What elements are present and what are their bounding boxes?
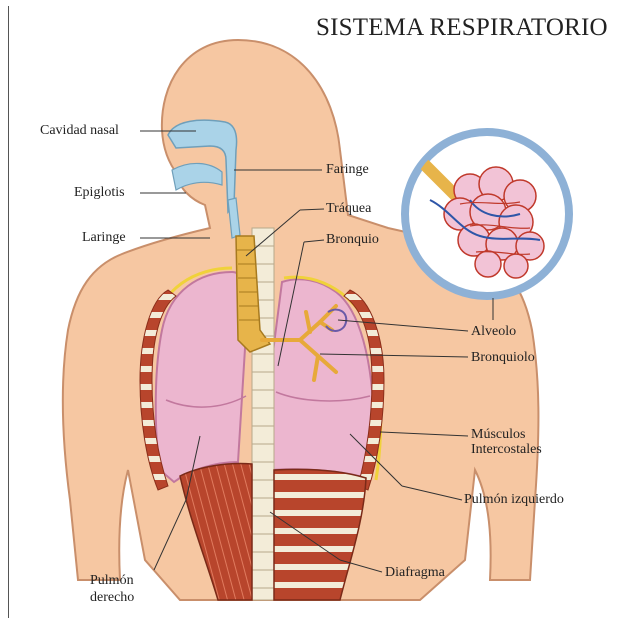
label-epiglotis: Epiglotis <box>74 185 125 200</box>
label-pulmon: Pulmón <box>90 573 134 588</box>
label-faringe: Faringe <box>326 162 369 177</box>
label-alveolo: Alveolo <box>471 324 516 339</box>
page-title: SISTEMA RESPIRATORIO <box>316 14 608 42</box>
label-cavidad-nasal: Cavidad nasal <box>40 123 119 138</box>
label-intercostales: Intercostales <box>471 442 542 457</box>
label-musculos: Músculos <box>471 427 525 442</box>
label-derecho: derecho <box>90 590 134 605</box>
label-pulmon-izquierdo: Pulmón izquierdo <box>464 492 564 507</box>
label-bronquio: Bronquio <box>326 232 379 247</box>
label-diafragma: Diafragma <box>385 565 445 580</box>
label-laringe: Laringe <box>82 230 126 245</box>
label-traquea: Tráquea <box>326 201 371 216</box>
label-bronquiolo: Bronquiolo <box>471 350 535 365</box>
